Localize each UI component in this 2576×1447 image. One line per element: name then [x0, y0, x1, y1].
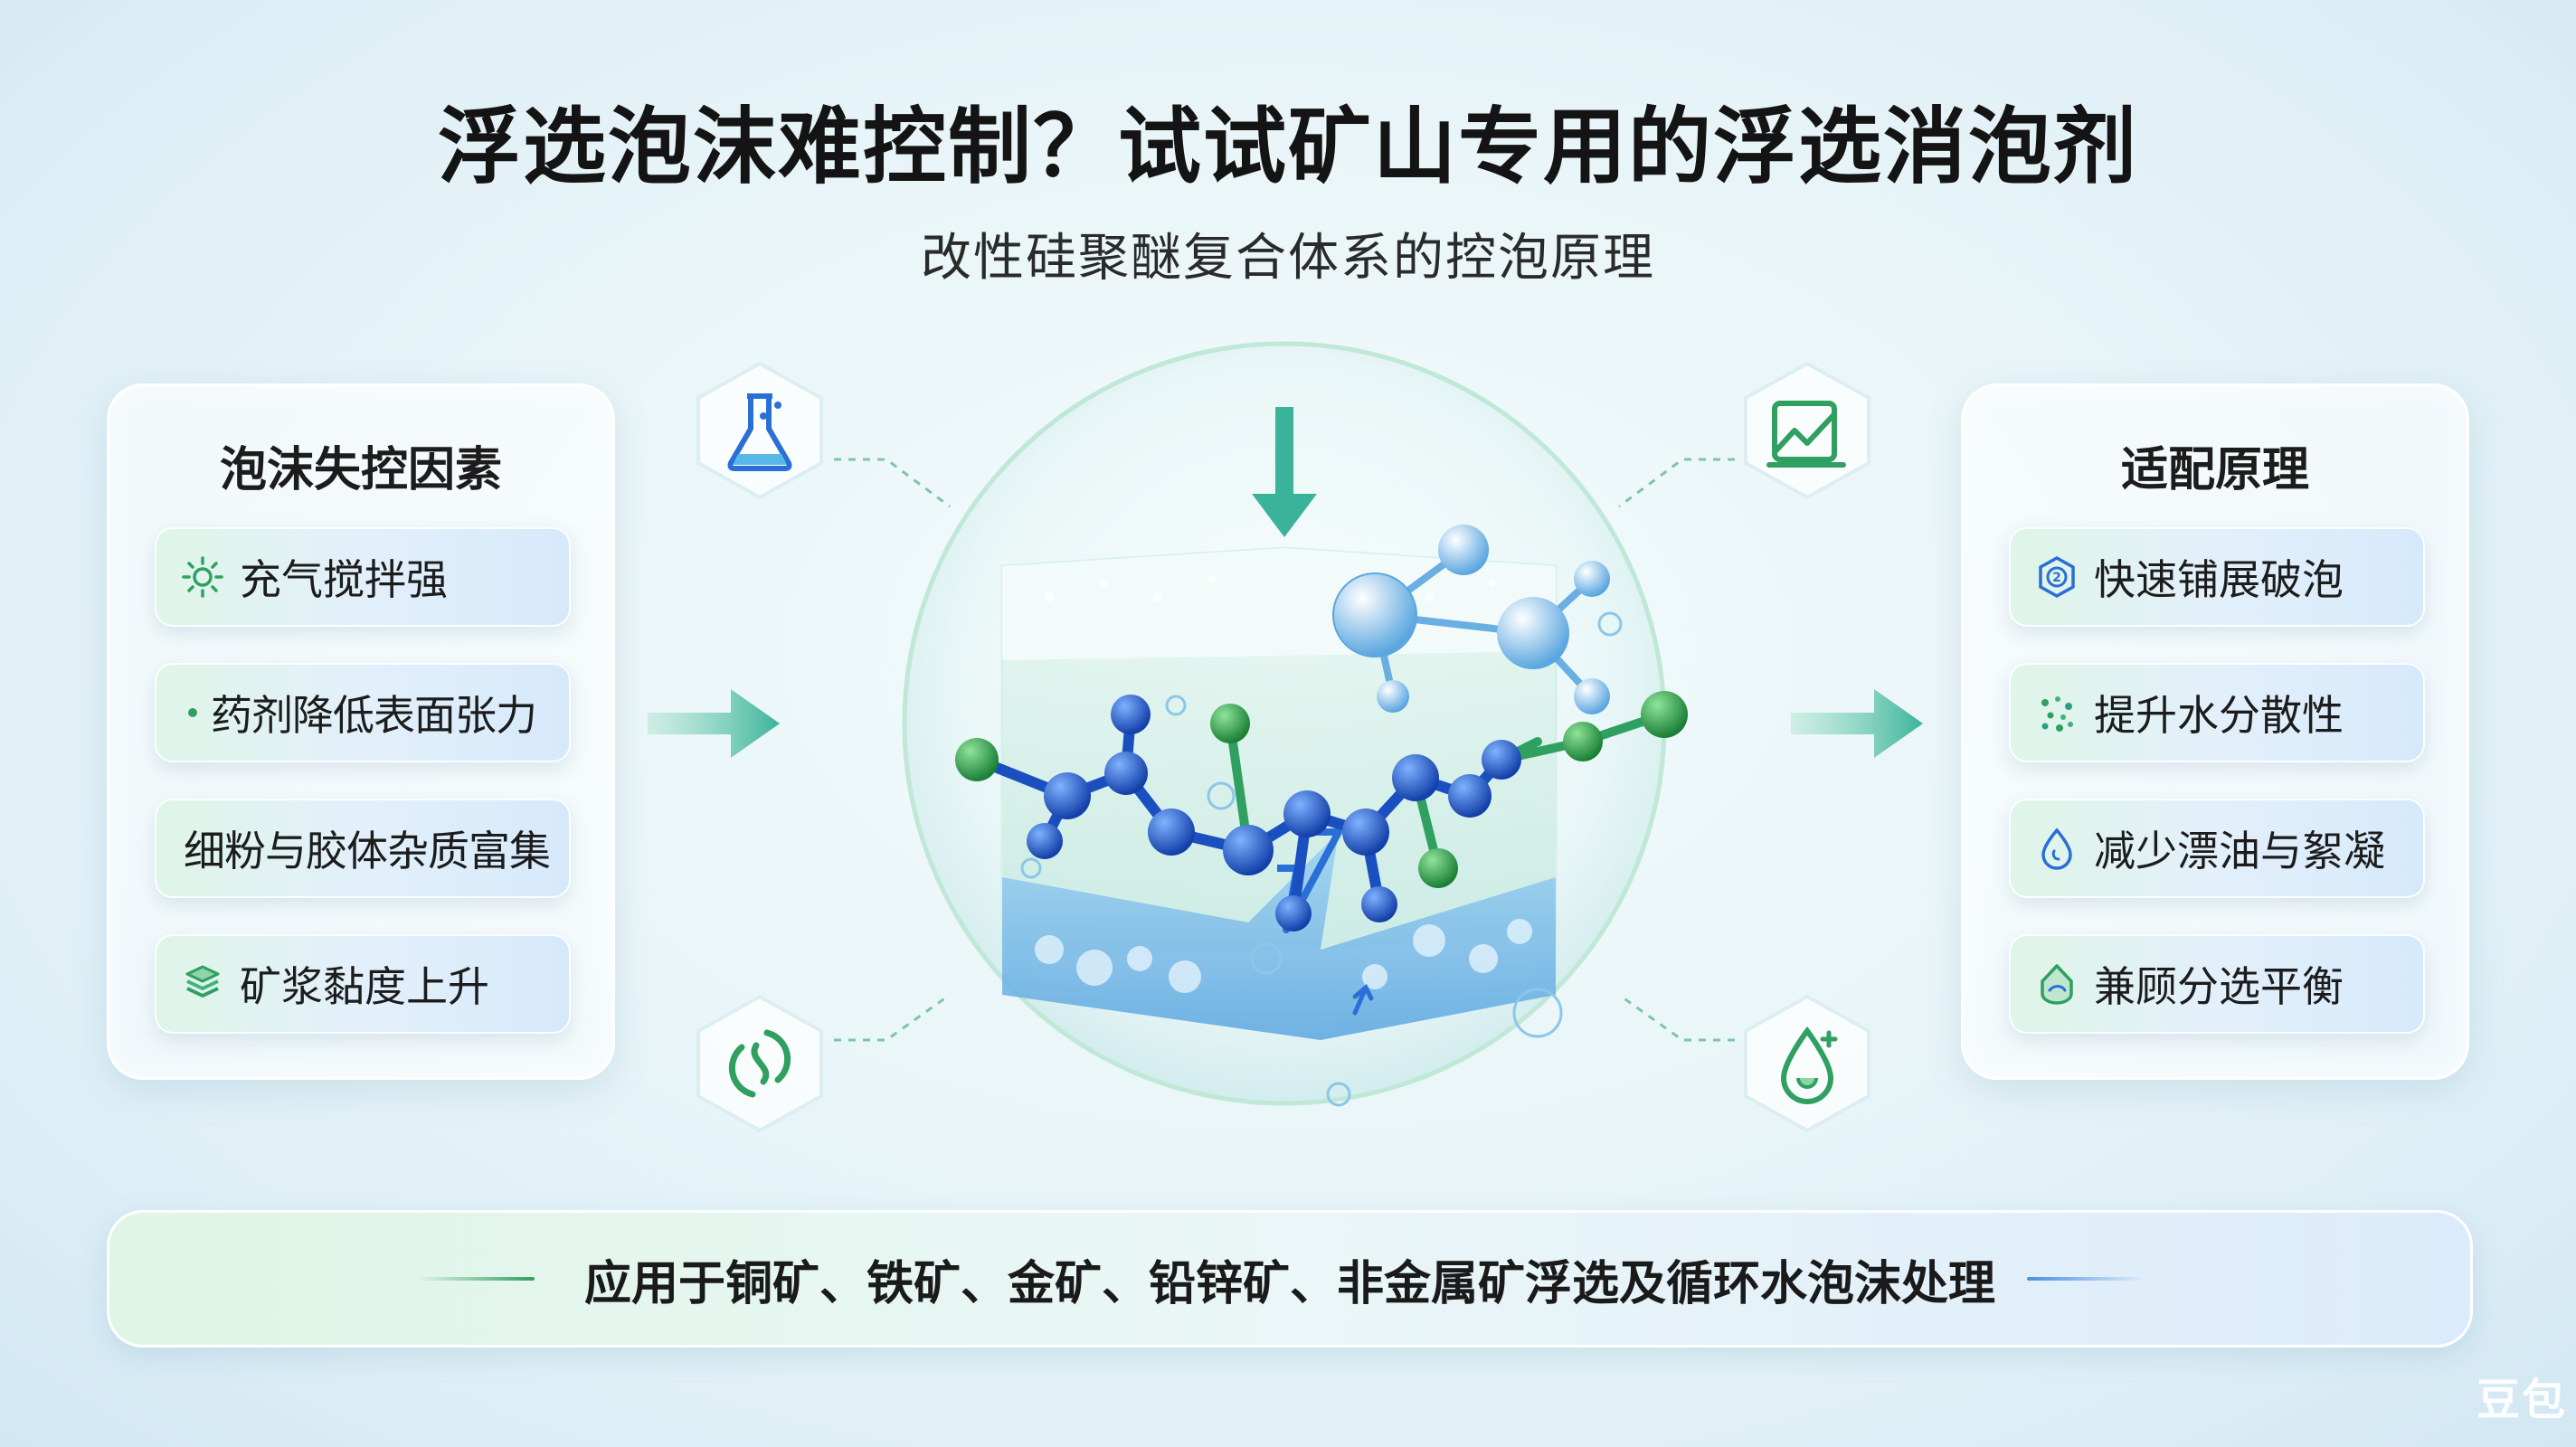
recycle-swirl-icon: [687, 991, 832, 1136]
left-item-viscosity: 矿浆黏度上升: [155, 934, 571, 1034]
arrow-right-icon: [1791, 689, 1923, 758]
scatter-dots-icon: [2032, 688, 2081, 737]
right-item-dispersion: 提升水分散性: [2009, 663, 2425, 762]
drop-sparkle-icon: [1735, 991, 1880, 1136]
divider-line: [2027, 1277, 2145, 1281]
left-item-label: 药剂降低表面张力: [211, 691, 537, 740]
drop-shield-icon: [2032, 960, 2081, 1008]
chart-card-icon: [1735, 358, 1880, 503]
application-text: 应用于铜矿、铁矿、金矿、铅锌矿、非金属矿浮选及循环水泡沫处理: [583, 1256, 1995, 1311]
page-title: 浮选泡沫难控制？试试矿山专用的浮选消泡剂: [437, 99, 2138, 195]
right-item-oil-floc: 减少漂油与絮凝: [2009, 799, 2425, 898]
right-item-label: 减少漂油与絮凝: [2094, 827, 2385, 875]
flask-icon: [687, 358, 832, 503]
watermark: 豆包: [2477, 1375, 2568, 1425]
left-panel: 泡沫失控因素 充气搅拌强 药剂降低表面张力 细粉与胶体杂质富集: [107, 383, 615, 1080]
right-item-label: 兼顾分选平衡: [2094, 962, 2344, 1011]
svg-text:2: 2: [2052, 571, 2061, 585]
left-panel-title: 泡沫失控因素: [219, 443, 502, 497]
divider-line: [417, 1277, 535, 1281]
right-item-spreading: 2 快速铺展破泡: [2009, 527, 2425, 627]
left-item-fines-colloid: 细粉与胶体杂质富集: [155, 799, 571, 898]
sun-icon: [178, 553, 227, 601]
hexagon-2-icon: 2: [2032, 553, 2081, 601]
left-item-label: 细粉与胶体杂质富集: [184, 827, 551, 875]
right-panel-title: 适配原理: [2120, 443, 2309, 497]
left-item-label: 充气搅拌强: [240, 555, 448, 604]
droplet-icon: [2032, 824, 2081, 873]
right-item-label: 提升水分散性: [2094, 691, 2344, 740]
left-item-aeration: 充气搅拌强: [155, 527, 571, 627]
arrow-right-icon: [648, 689, 780, 758]
molecule-foam-illustration: [902, 341, 1688, 1107]
left-item-label: 矿浆黏度上升: [240, 962, 489, 1011]
dot-icon: [184, 688, 202, 737]
right-item-balance: 兼顾分选平衡: [2009, 934, 2425, 1034]
layers-icon: [178, 960, 227, 1008]
left-item-surface-tension: 药剂降低表面张力: [155, 663, 571, 762]
right-panel: 适配原理 2 快速铺展破泡 提升水分散性: [1961, 383, 2469, 1080]
right-item-label: 快速铺展破泡: [2094, 555, 2344, 604]
page-subtitle: 改性硅聚醚复合体系的控泡原理: [921, 229, 1655, 288]
application-bar: 应用于铜矿、铁矿、金矿、铅锌矿、非金属矿浮选及循环水泡沫处理: [107, 1210, 2473, 1348]
